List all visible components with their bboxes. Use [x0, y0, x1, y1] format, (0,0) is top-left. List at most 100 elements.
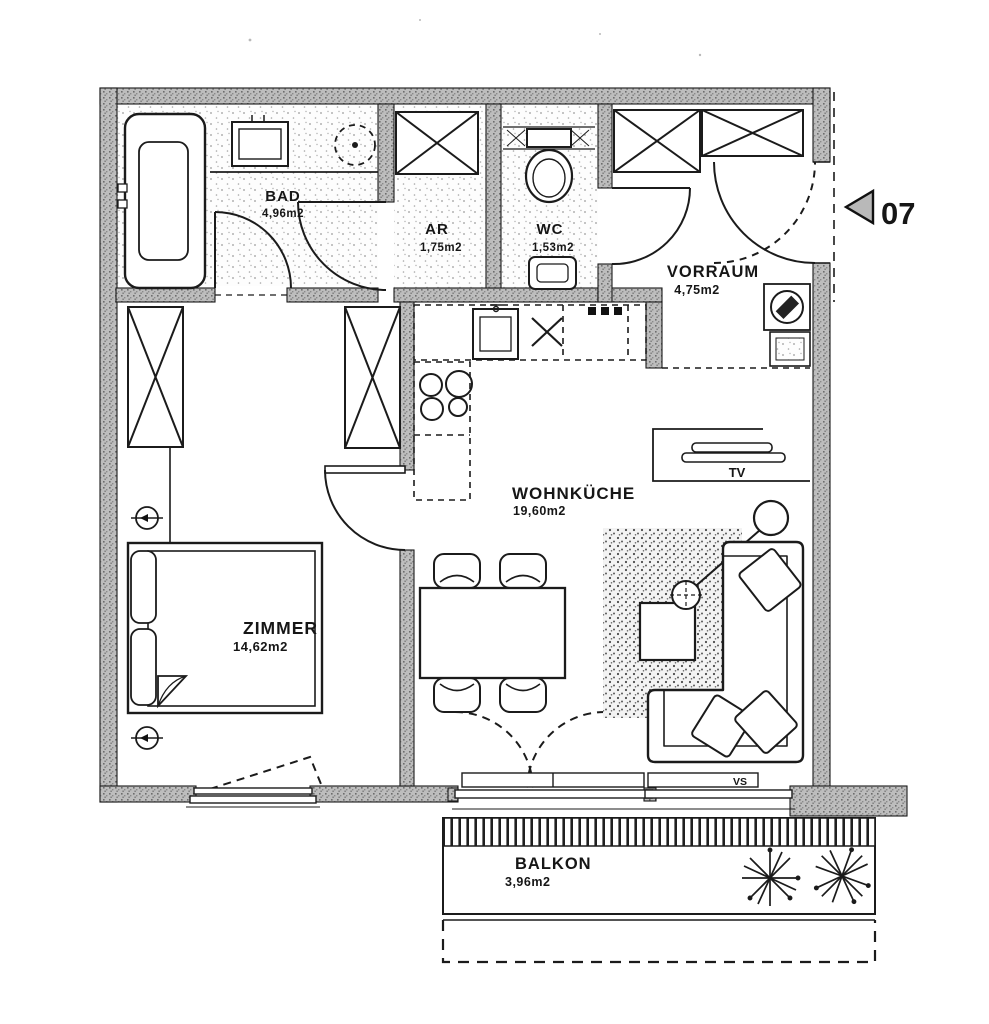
door-entrance [713, 161, 816, 264]
wall-bad-bottom-b [286, 287, 379, 303]
coffee-table [638, 601, 697, 662]
wardrobe [613, 109, 701, 173]
wall-zimmer-lower [399, 549, 415, 787]
chair [433, 553, 481, 589]
tv-niche [652, 428, 810, 482]
sofa-pillow [691, 694, 753, 758]
room-area-vorraum: 4,75m2 [674, 283, 719, 297]
bathtub-inner [138, 141, 189, 261]
pillow [130, 550, 157, 624]
wc-hand-basin-inner [536, 263, 569, 283]
wall-wc-vorraum-lower [597, 263, 613, 303]
balcony-door-frame [454, 789, 653, 799]
kitchen [413, 304, 647, 501]
wall-bottom-left [99, 785, 197, 803]
dishwasher-cross [531, 317, 563, 347]
washbasin-inner [238, 128, 282, 160]
dining-table [418, 586, 567, 680]
washing-machine [334, 124, 376, 166]
tv-board [691, 442, 773, 453]
wall-bad-bottom-a [115, 287, 216, 303]
pillow [130, 628, 157, 706]
cooktop [419, 370, 473, 421]
bed [126, 541, 324, 715]
bathroom-fixtures [117, 112, 378, 290]
vorraum-fixtures [613, 109, 811, 367]
tv-label: TV [729, 465, 746, 480]
wardrobe [344, 306, 401, 449]
kitchen-sink-inner [479, 316, 512, 352]
wall-kitchen-top [393, 287, 599, 303]
tv-board [681, 452, 786, 463]
room-label-wohnkueche: WOHNKÜCHE [512, 484, 635, 503]
room-area-balkon: 3,96m2 [505, 875, 550, 889]
wall-zimmer-upper [399, 301, 415, 471]
door-zimmer [324, 465, 406, 551]
unit-pointer-icon [843, 188, 875, 226]
room-label-vorraum: VORRAUM [667, 263, 759, 281]
room-label-balkon: BALKON [515, 855, 592, 873]
socket-symbol [131, 726, 163, 750]
kitchen-counter [413, 304, 647, 501]
vs-label: VS [733, 776, 747, 788]
walls [99, 87, 908, 817]
cistern-hatch [506, 129, 590, 147]
wall-wc-vorraum-upper [597, 103, 613, 189]
wall-right-upper [812, 87, 831, 163]
door-bad-b [297, 201, 387, 291]
sink-tap [490, 304, 502, 313]
wall-top [99, 87, 831, 105]
sofa-pillow [738, 548, 802, 612]
room-area-zimmer: 14,62m2 [233, 639, 288, 654]
wall-bottom-right [789, 785, 908, 817]
washing-machine-center [352, 142, 358, 148]
wall-bad-ar [377, 103, 395, 203]
toilet-tank [526, 128, 572, 148]
room-area-wohnkueche: 19,60m2 [513, 504, 566, 518]
wardrobe [701, 109, 804, 157]
room-label-wc: WC [537, 221, 564, 238]
window-living [647, 772, 759, 788]
room-label-bad: BAD [265, 188, 301, 205]
wall-kitchen-vorraum [645, 301, 663, 369]
room-label-ar: AR [425, 221, 449, 238]
room-area-ar: 1,75m2 [420, 242, 462, 254]
room-area-bad: 4,96m2 [262, 208, 304, 220]
window-swing-zimmer [209, 755, 324, 790]
door-swings [209, 161, 816, 791]
chair [499, 553, 547, 589]
balcony [441, 817, 881, 964]
door-wc [611, 187, 691, 266]
room-labels: BAD 4,96m2 AR 1,75m2 WC 1,53m2 VORRAUM 4… [233, 188, 759, 889]
boiler [763, 283, 811, 331]
wall-left [99, 87, 118, 803]
door-balcony-dashed [454, 711, 606, 791]
ar-shelf [395, 111, 479, 175]
sofa-pillow [734, 690, 798, 754]
shaft-box [769, 331, 811, 367]
bedroom-fixtures [126, 306, 401, 750]
balcony-projection-dashed [441, 920, 877, 964]
chair [499, 677, 547, 713]
door-bad-a [214, 211, 292, 289]
switch-squares [588, 307, 622, 315]
windows [186, 772, 795, 810]
window-zimmer [193, 787, 313, 795]
wardrobe [127, 306, 184, 448]
dining-set [418, 553, 567, 713]
wall-ar-wc [485, 103, 502, 289]
room-area-wc: 1,53m2 [532, 242, 574, 254]
wall-bottom-mid [309, 785, 459, 803]
unit-number: 07 [881, 196, 915, 231]
window-living [644, 789, 793, 799]
sofa [646, 540, 805, 764]
socket-symbol [131, 506, 163, 530]
wc-fixtures [503, 126, 595, 290]
balcony-grating [442, 817, 876, 847]
room-label-zimmer: ZIMMER [243, 618, 318, 638]
scan-noise [248, 19, 702, 57]
bathtub-tap [117, 183, 128, 193]
blanket-fold [157, 675, 189, 709]
